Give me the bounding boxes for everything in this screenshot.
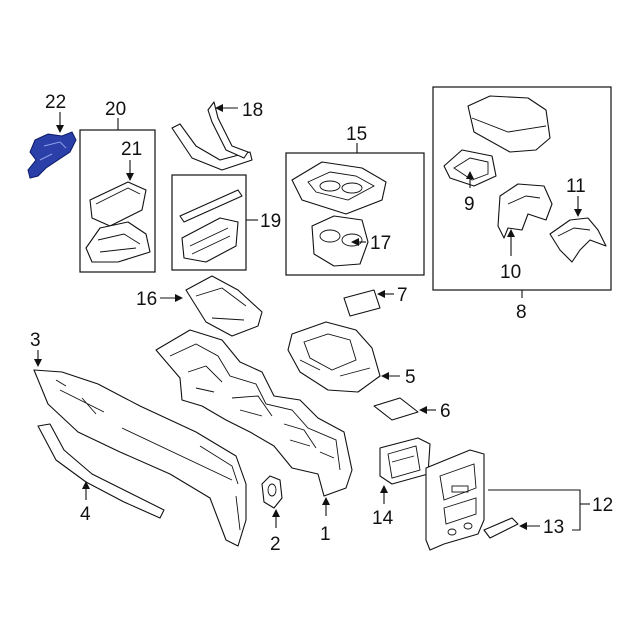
part-3-side-panel[interactable] bbox=[33, 369, 247, 547]
part-2[interactable] bbox=[261, 475, 283, 509]
callout-20: 20 bbox=[105, 99, 126, 120]
part-13[interactable] bbox=[483, 517, 519, 539]
part-15-tray[interactable] bbox=[291, 161, 387, 215]
group-box-15 bbox=[285, 152, 425, 276]
callout-10: 10 bbox=[500, 262, 521, 283]
callout-11: 11 bbox=[566, 176, 586, 197]
part-5[interactable] bbox=[287, 321, 381, 393]
callout-1: 1 bbox=[320, 524, 331, 545]
part-19[interactable] bbox=[179, 189, 243, 263]
part-armrest-lid[interactable] bbox=[467, 95, 551, 153]
part-7[interactable] bbox=[343, 289, 381, 317]
callout-14: 14 bbox=[372, 508, 394, 529]
part-12-rear-panel[interactable] bbox=[425, 449, 485, 551]
callout-13: 13 bbox=[543, 517, 564, 538]
callout-16: 16 bbox=[136, 289, 157, 310]
callout-3: 3 bbox=[30, 330, 41, 351]
part-17-cupholder[interactable] bbox=[311, 215, 369, 267]
callout-22: 22 bbox=[45, 92, 66, 113]
part-6[interactable] bbox=[373, 397, 419, 421]
callout-17: 17 bbox=[370, 233, 391, 254]
part-21[interactable] bbox=[89, 181, 147, 227]
part-14[interactable] bbox=[379, 437, 431, 485]
callout-18: 18 bbox=[242, 100, 263, 121]
callout-12: 12 bbox=[592, 495, 613, 516]
callout-7: 7 bbox=[397, 285, 408, 306]
callout-8: 8 bbox=[516, 302, 527, 323]
group-box-19 bbox=[171, 174, 247, 271]
part-20-trim[interactable] bbox=[85, 221, 151, 263]
callout-6: 6 bbox=[440, 401, 451, 422]
part-16[interactable] bbox=[185, 275, 263, 337]
callout-19: 19 bbox=[260, 211, 281, 232]
callout-5: 5 bbox=[405, 367, 416, 388]
part-11[interactable] bbox=[549, 217, 607, 263]
part-10[interactable] bbox=[497, 183, 553, 239]
callout-9: 9 bbox=[464, 194, 475, 215]
callout-4: 4 bbox=[80, 504, 91, 525]
part-4[interactable] bbox=[37, 423, 165, 519]
callout-15: 15 bbox=[346, 124, 367, 145]
part-18[interactable] bbox=[171, 101, 253, 171]
leader-12-bracket bbox=[488, 489, 581, 531]
part-22-highlighted[interactable] bbox=[27, 131, 77, 179]
part-1-console-body[interactable] bbox=[155, 329, 353, 497]
callout-2: 2 bbox=[270, 534, 281, 555]
callout-21: 21 bbox=[121, 139, 142, 160]
